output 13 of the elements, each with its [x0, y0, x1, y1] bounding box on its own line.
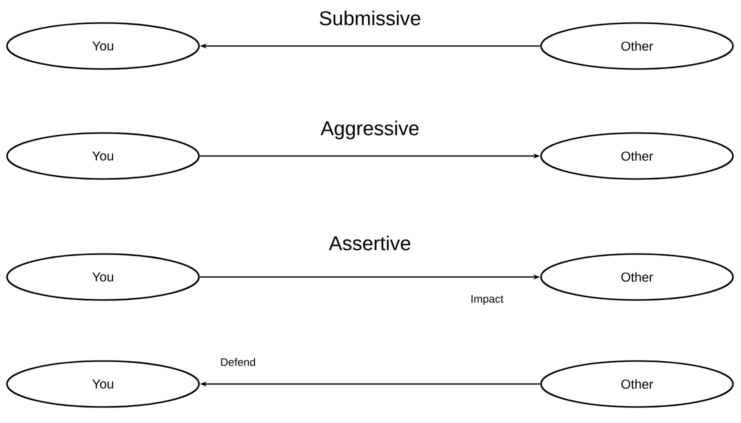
ellipse-node: You [6, 132, 200, 180]
row-title: Submissive [320, 10, 420, 26]
row-title: Assertive [328, 236, 410, 250]
ellipse-node: You [6, 360, 200, 408]
ellipse-node: Other [540, 360, 734, 408]
ellipse-node: Other [540, 22, 734, 70]
ellipse-node: You [6, 253, 200, 301]
ellipse-node: You [6, 22, 200, 70]
edge-label: Impact [470, 294, 505, 306]
ellipse-node: Other [540, 253, 734, 301]
row-title: Aggressive [320, 120, 419, 140]
edge-label: Defend [219, 356, 257, 368]
ellipse-node: Other [540, 132, 734, 180]
